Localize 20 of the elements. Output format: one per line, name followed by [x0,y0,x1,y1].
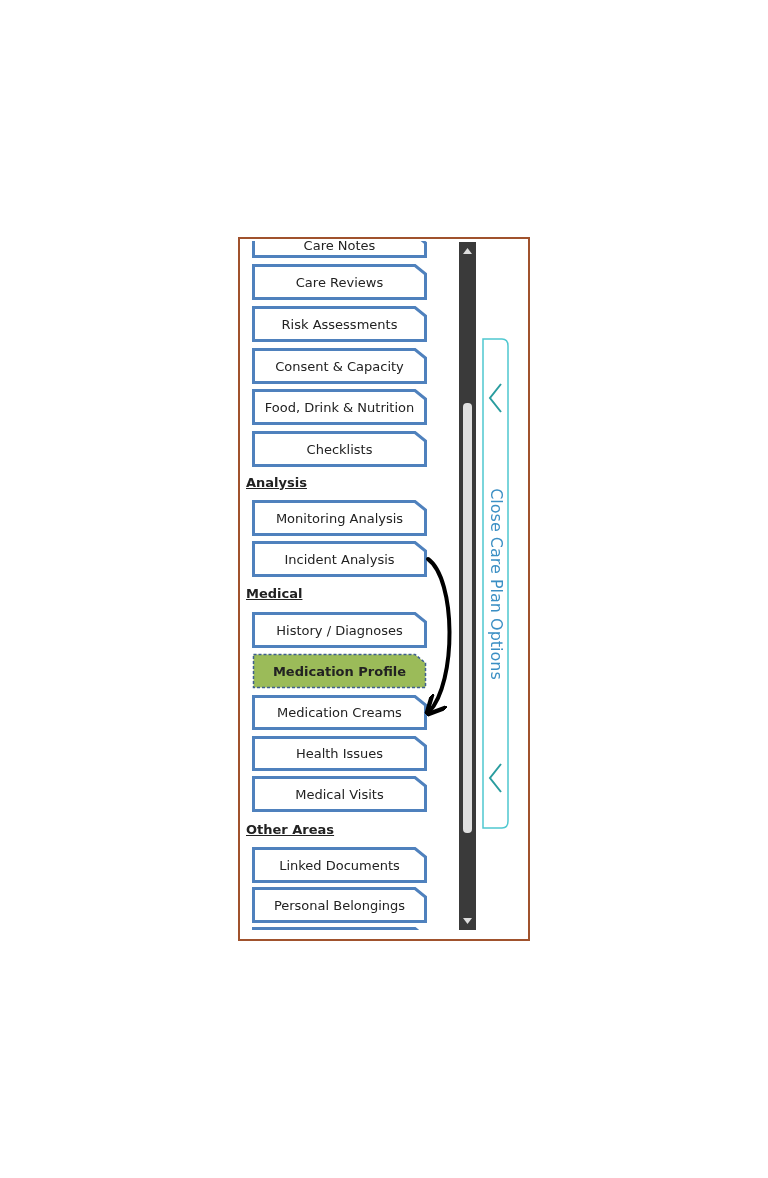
menu-button: Health Issues [252,736,427,771]
menu-button: Care Reviews [252,264,427,300]
arrow [424,557,452,718]
menu-button: Linked Documents [252,847,427,883]
side-tab-button: Close Care Plan Options [482,338,509,829]
menu-button: Medication Creams [252,695,427,730]
menu-button: Monitoring Analysis [252,500,427,536]
menu-button: Personal Belongings [252,887,427,923]
menu-button: Care Notes [252,241,427,258]
section-heading: Other Areas [246,822,335,837]
menu-button: Medical Visits [252,776,427,812]
menu-button: History / Diagnoses [252,612,427,648]
section-heading: Analysis [246,475,307,490]
menu-button: Food, Drink & Nutrition [252,389,427,425]
menu-button: Risk Assessments [252,306,427,342]
menu-button: Incident Analysis [252,541,427,577]
menu-button: Consent & Capacity [252,348,427,384]
menu-button: Checklists [252,431,427,467]
menu-button: Medication Profile [252,653,427,689]
section-heading: Medical [246,586,303,601]
